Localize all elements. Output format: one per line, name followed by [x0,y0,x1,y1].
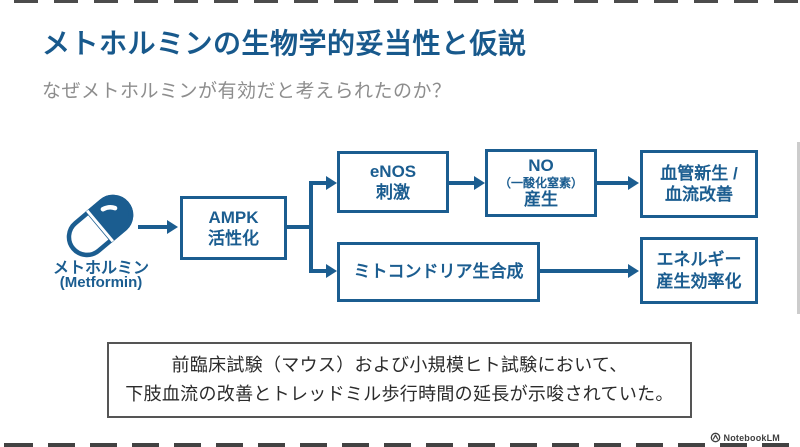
arrow-mito-to-energy [540,264,639,278]
line-ampk-to-branch [287,225,311,229]
notebooklm-logo-icon [710,432,720,443]
note-line-1: 前臨床試験（マウス）および小規模ヒト試験において、 [171,354,628,375]
source-label-ja: メトホルミン [52,260,149,277]
node-line: eNOS [369,161,417,181]
node-line: 活性化 [208,229,259,248]
node-enos-stimulation: eNOS 刺激 [337,151,449,213]
pill-capsule-icon [66,194,134,258]
arrow-pill-to-ampk [138,220,178,234]
page-title: メトホルミンの生物学的妥当性と仮説 [42,28,527,59]
right-edge-line [797,142,800,314]
node-line: （一酸化窒素） [498,175,583,190]
node-line: 血流改善 [665,185,733,204]
node-line: 産生 [524,190,558,210]
arrow-enos-to-no [449,176,485,190]
footer-brand: NotebookLM [710,432,781,443]
source-label-en: (Metformin) [59,274,143,291]
node-line: 刺激 [376,183,410,202]
bottom-edge-dashes [0,443,800,447]
node-mitochondrial-biogenesis: ミトコンドリア生合成 [337,242,540,302]
node-ampk-activation: AMPK 活性化 [180,196,287,260]
node-angiogenesis-bloodflow: 血管新生 / 血流改善 [640,150,758,218]
top-edge-dashes [0,0,800,3]
node-line: NO [528,156,554,176]
node-line: ミトコンドリア生合成 [353,262,524,282]
branch-vertical-line [309,181,313,273]
node-line: エネルギー [656,250,742,270]
node-line: AMPK [208,207,259,227]
node-energy-efficiency: エネルギー 産生効率化 [640,237,758,304]
node-line: 血管新生 / [660,163,738,183]
arrow-branch-to-mito [309,264,337,278]
evidence-note-box: 前臨床試験（マウス）および小規模ヒト試験において、 下肢血流の改善とトレッドミル… [107,342,692,418]
footer-brand-label: NotebookLM [723,432,780,443]
arrow-no-to-vascular [597,176,639,190]
node-line: 産生効率化 [656,271,742,291]
page-subtitle: なぜメトホルミンが有効だと考えられたのか？ [42,81,452,102]
arrow-branch-to-enos [309,176,337,190]
node-no-production: NO （一酸化窒素） 産生 [485,149,597,217]
note-line-2: 下肢血流の改善とトレッドミル歩行時間の延長が示唆されていた。 [125,384,674,404]
